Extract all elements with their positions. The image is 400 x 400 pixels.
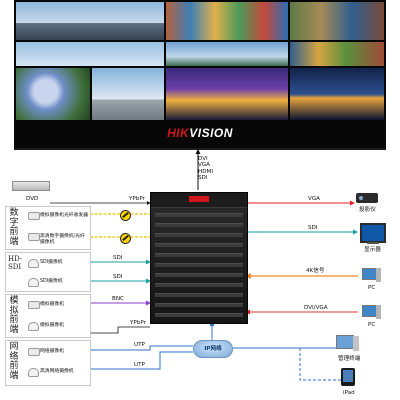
input-label: HDMI bbox=[198, 168, 213, 175]
input-label: SDI bbox=[198, 175, 208, 182]
cabinet-slot bbox=[155, 283, 243, 287]
cabinet-slot bbox=[155, 223, 243, 227]
cabinet-slot bbox=[155, 243, 243, 247]
line-utp-2 bbox=[90, 351, 193, 370]
ypbpr-label: YPbPr bbox=[129, 196, 145, 202]
pc-icon bbox=[362, 305, 381, 320]
wall-tile-city-skyline bbox=[16, 2, 164, 40]
group-analog-frontend: 模拟前端 模拟摄像机 模拟摄像机 bbox=[5, 294, 91, 338]
line-utp-1 bbox=[90, 345, 193, 351]
video-wall: HIKVISION bbox=[14, 0, 386, 150]
pc-label: PC bbox=[368, 285, 376, 291]
analog-camera-icon bbox=[28, 301, 40, 309]
device-label: 网络摄像机 bbox=[40, 349, 64, 354]
projector-label: 投影仪 bbox=[359, 207, 376, 213]
device-label: SDI摄像机 bbox=[40, 279, 63, 284]
pc-label: PC bbox=[368, 322, 376, 328]
no-entry-icon bbox=[120, 233, 131, 244]
group-title: 模拟前端 bbox=[9, 296, 19, 335]
group-title: 网络前端 bbox=[9, 342, 19, 381]
ypbpr-label: YPbPr bbox=[130, 320, 146, 326]
wall-tile-mosaic-a bbox=[166, 2, 288, 40]
cabinet-logo bbox=[189, 196, 209, 202]
wall-tile-sky bbox=[16, 42, 164, 66]
cabinet-slot bbox=[155, 263, 243, 267]
device-label: 模拟摄像机 bbox=[40, 302, 64, 307]
device-label: 模拟摄像机 bbox=[40, 213, 64, 218]
wall-tile-harbor-night bbox=[290, 68, 384, 120]
group-title: 数字前端 bbox=[9, 208, 19, 247]
signal-4k-label: 4K信号 bbox=[306, 268, 325, 274]
sdi-out-label: SDI bbox=[308, 225, 318, 231]
dvd-player-icon bbox=[12, 181, 50, 191]
pc-icon bbox=[362, 268, 381, 283]
sdi-camera-icon bbox=[28, 278, 39, 287]
input-label: DVI bbox=[198, 156, 208, 162]
group-network-frontend: 网络前端 网络摄像机 高清网络摄像机 bbox=[5, 340, 91, 386]
cabinet-slot bbox=[155, 293, 243, 297]
ipad-label: iPad bbox=[343, 390, 355, 396]
bnc-label: BNC bbox=[112, 296, 124, 302]
sdi-camera-icon bbox=[28, 259, 39, 268]
group-digital-frontend: 数字前端 模拟摄像机 光纤收发器 高清数字摄像机/光纤摄像机 bbox=[5, 206, 91, 250]
monitor-label: 显示器 bbox=[364, 247, 381, 253]
matrix-switcher-cabinet bbox=[150, 192, 248, 324]
analog-dome-camera-icon bbox=[28, 322, 39, 331]
sdi-label: SDI bbox=[113, 274, 123, 280]
device-label: 模拟摄像机 bbox=[40, 323, 64, 328]
dvi-vga-label: DVI/VGA bbox=[304, 305, 328, 311]
wall-tile-bridge bbox=[166, 42, 288, 66]
input-label: VGA bbox=[198, 162, 210, 169]
ip-network-cloud: IP网络 bbox=[193, 340, 233, 358]
management-terminal-icon bbox=[336, 335, 360, 353]
cabinet-input-list: DVI VGA HDMI SDI bbox=[198, 156, 228, 182]
cabinet-slot bbox=[155, 253, 243, 257]
group-hd-sdi: HD-SDI SDI摄像机 SDI摄像机 bbox=[5, 252, 91, 292]
network-camera-icon bbox=[28, 348, 40, 356]
cabinet-slot bbox=[155, 303, 243, 307]
hd-camera-icon bbox=[28, 233, 40, 241]
projector-lens bbox=[359, 196, 363, 200]
terminal-label: 管理终端 bbox=[338, 356, 361, 362]
cabinet-header bbox=[151, 193, 247, 208]
device-label: 高清数字摄像机/光纤摄像机 bbox=[40, 234, 85, 245]
group-title: HD-SDI bbox=[8, 255, 23, 271]
no-entry-icon bbox=[120, 210, 131, 221]
wall-tile-flowers bbox=[16, 68, 90, 120]
wall-tile-night-city bbox=[166, 68, 288, 120]
cabinet-slot bbox=[155, 233, 243, 237]
sdi-label: SDI bbox=[113, 255, 123, 261]
analog-camera-icon bbox=[28, 212, 40, 220]
device-label: 光纤收发器 bbox=[64, 213, 88, 218]
wall-tile-mosaic-c bbox=[290, 42, 384, 66]
line-terminal-ipad bbox=[299, 348, 341, 381]
wall-tile-bird-nest bbox=[92, 68, 164, 120]
hikvision-logo: HIKVISION bbox=[167, 126, 233, 140]
device-label: SDI摄像机 bbox=[40, 260, 63, 265]
cabinet-slot bbox=[155, 313, 243, 317]
monitor-icon bbox=[360, 223, 386, 243]
wall-tile-mosaic-b bbox=[290, 2, 384, 40]
projector-icon bbox=[356, 193, 378, 203]
vga-label: VGA bbox=[308, 196, 320, 202]
utp-label: UTP bbox=[134, 362, 145, 368]
utp-label: UTP bbox=[134, 342, 145, 348]
hd-network-camera-icon bbox=[28, 368, 39, 377]
cabinet-slot bbox=[155, 213, 243, 217]
ipad-icon bbox=[341, 368, 355, 386]
dvd-label: DVD bbox=[26, 196, 39, 202]
device-label: 高清网络摄像机 bbox=[40, 369, 74, 374]
monitor-stand bbox=[367, 242, 379, 244]
cabinet-slot bbox=[155, 273, 243, 277]
line-ypbpr-lower bbox=[90, 326, 150, 334]
